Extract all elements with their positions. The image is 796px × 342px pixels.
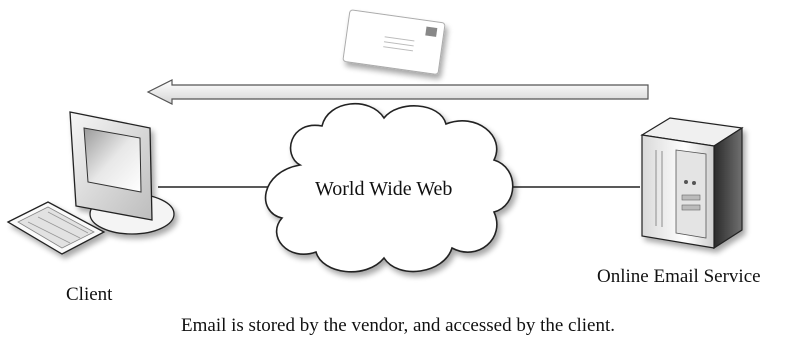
cloud-icon — [264, 103, 514, 273]
server-tower-icon — [640, 117, 744, 250]
transfer-arrow — [146, 79, 649, 105]
server-label: Online Email Service — [597, 266, 761, 287]
desktop-computer-icon — [6, 111, 175, 255]
client-label: Client — [66, 284, 113, 305]
diagram-caption: Email is stored by the vendor, and acces… — [181, 315, 615, 336]
email-envelope-icon — [342, 9, 446, 75]
cloud-label: World Wide Web — [315, 178, 453, 200]
